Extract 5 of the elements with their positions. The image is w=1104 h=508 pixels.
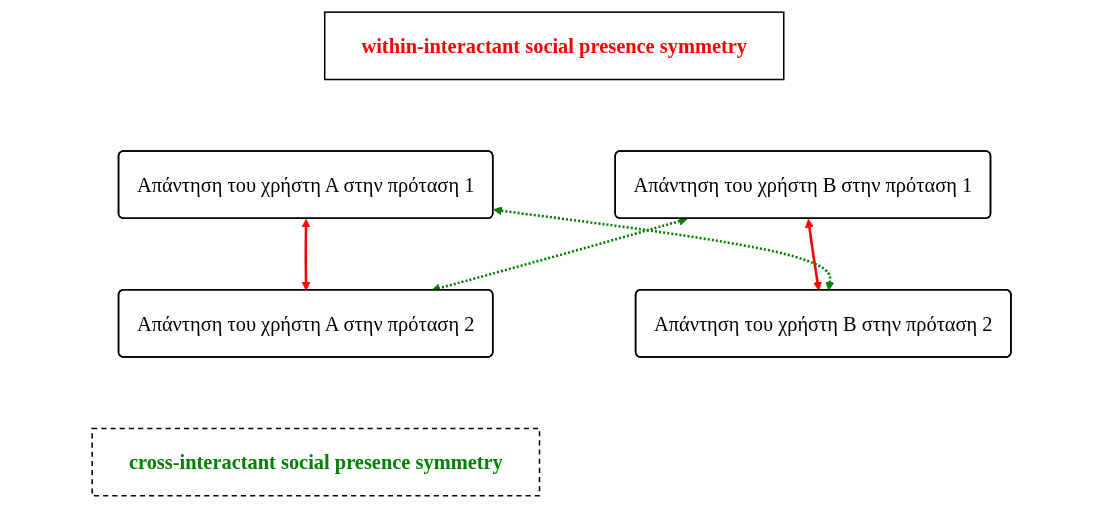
- arrow: [302, 218, 311, 291]
- arrow: [805, 218, 823, 291]
- arrow: [493, 206, 835, 291]
- node-box: within-interactant social presence symmetry: [324, 11, 785, 81]
- node-box: cross-interactant social presence symmetry: [91, 427, 541, 497]
